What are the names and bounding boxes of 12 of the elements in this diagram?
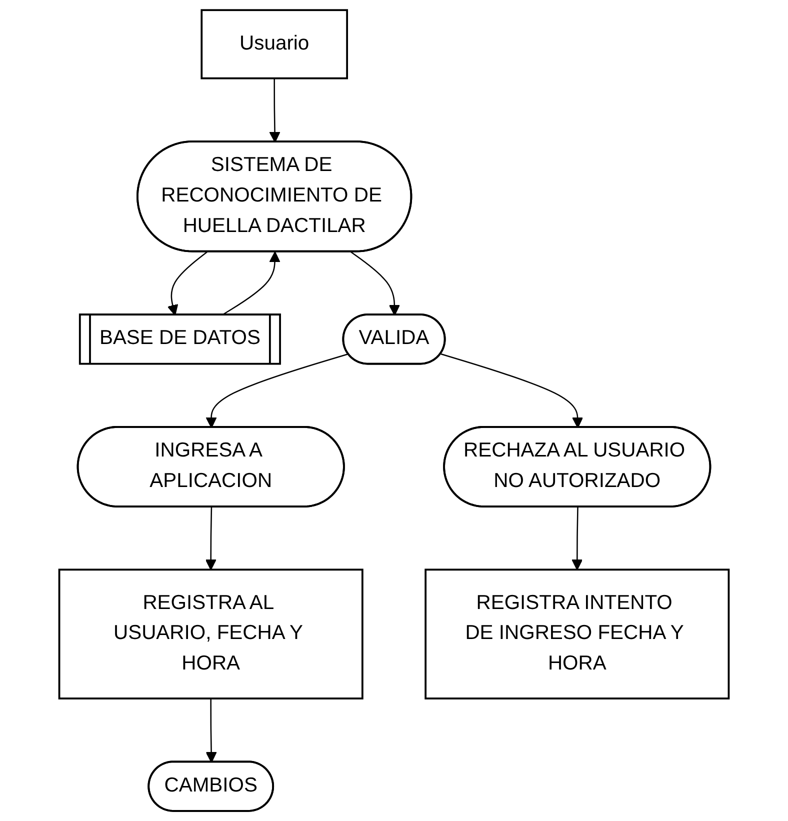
arrow bbox=[440, 353, 584, 428]
arrow bbox=[206, 698, 217, 763]
arrow bbox=[222, 251, 280, 316]
node-box: Usuario bbox=[200, 9, 348, 80]
arrow bbox=[572, 507, 583, 570]
node-box: REGISTRA AL USUARIO, FECHA Y HORA bbox=[58, 568, 364, 700]
arrow bbox=[269, 78, 280, 143]
arrow bbox=[167, 251, 208, 316]
arrow bbox=[350, 251, 400, 316]
arrow bbox=[205, 507, 216, 570]
arrow bbox=[206, 353, 348, 428]
node-box: REGISTRA INTENTO DE INGRESO FECHA Y HORA bbox=[424, 568, 730, 700]
